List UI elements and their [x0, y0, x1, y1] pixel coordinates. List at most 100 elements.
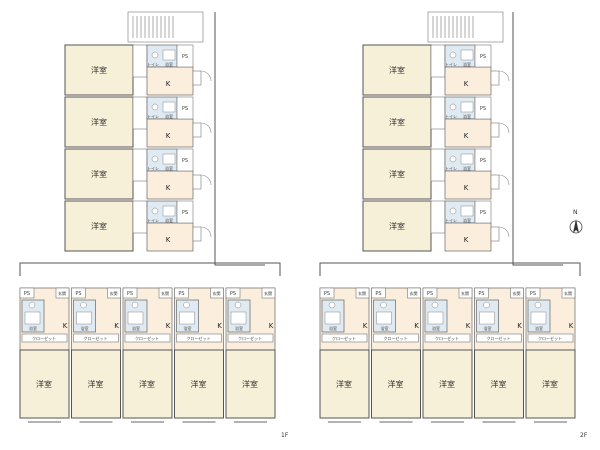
entrance [210, 287, 224, 299]
entrance [158, 287, 173, 299]
ps-label: PS [375, 291, 381, 297]
ps-label: PS [182, 54, 188, 60]
door-swing-icon [200, 70, 212, 82]
entrance [261, 287, 276, 299]
kitchen [444, 66, 492, 96]
western-room-label: 洋室 [191, 379, 207, 389]
western-room-label: 洋室 [88, 379, 104, 389]
kitchen-label: K [166, 184, 171, 192]
entrance [490, 122, 500, 138]
ps-label: PS [427, 291, 433, 297]
toilet-icon [483, 301, 490, 309]
bathtub-icon [162, 153, 176, 165]
western-room [64, 44, 134, 96]
ps-space [225, 287, 241, 299]
ps-label: PS [230, 291, 236, 297]
kitchen-label: K [414, 322, 419, 330]
closet [132, 148, 148, 182]
toilet-label: トイレ [445, 218, 457, 223]
western-room [362, 200, 432, 252]
entrance-label: 玄関 [358, 290, 366, 296]
bathtub-icon [162, 205, 176, 217]
toilet-icon [80, 301, 87, 309]
floor-label: 1F [281, 432, 289, 439]
toilet-label: トイレ [147, 218, 159, 223]
ps-space [422, 287, 438, 299]
toilet-icon [151, 207, 159, 215]
toilet-icon [449, 103, 457, 111]
closet-label: クローゼット [84, 335, 108, 341]
western-room [174, 349, 224, 419]
closet-label: クローゼット [332, 335, 356, 341]
toilet-icon [328, 301, 336, 309]
kitchen [444, 170, 492, 200]
bath-label: 浴室 [165, 165, 173, 171]
entrance-label: 玄関 [461, 290, 469, 296]
bathtub-icon [230, 311, 247, 325]
compass: N [569, 209, 583, 234]
closet [124, 333, 171, 343]
bathtub-icon [479, 311, 495, 325]
toilet-icon [449, 155, 457, 163]
closet [430, 200, 446, 234]
floors-layer: 洋室浴室トイレKPS洋室浴室トイレKPS洋室浴室トイレKPS洋室浴室トイレKPS… [19, 11, 588, 439]
toilet-icon [151, 103, 159, 111]
kitchen [146, 170, 194, 200]
ps-space [474, 148, 492, 172]
western-room [64, 96, 134, 148]
bath-label: 浴室 [184, 325, 192, 331]
kitchen-label: K [569, 322, 574, 330]
ps-space [474, 96, 492, 120]
entrance-label: 玄関 [58, 290, 66, 296]
closet [430, 148, 446, 182]
toilet-icon [28, 301, 36, 309]
floor-1F: 洋室浴室トイレKPS洋室浴室トイレKPS洋室浴室トイレKPS洋室浴室トイレKPS… [19, 11, 289, 439]
compass-needle-icon [573, 219, 579, 233]
kitchen-label: K [363, 322, 368, 330]
toilet-icon [151, 51, 159, 59]
bath-label: 浴室 [484, 325, 492, 331]
compass-label: N [573, 209, 578, 216]
western-room [19, 349, 70, 419]
ps-label: PS [24, 291, 30, 297]
ps-label: PS [530, 291, 536, 297]
western-room-label: 洋室 [242, 379, 258, 389]
closet-label: クローゼット [435, 335, 459, 341]
closet-label: クローゼット [538, 335, 562, 341]
entrance [107, 287, 121, 299]
kitchen-label: K [466, 322, 471, 330]
closet [176, 333, 222, 343]
stair-frame [127, 11, 204, 43]
entrance-label: 玄関 [513, 290, 521, 296]
ps-space [71, 287, 86, 299]
western-room [71, 349, 121, 419]
bath-label: 浴室 [235, 325, 243, 331]
closet-label: クローゼット [238, 335, 262, 341]
closet-label: クローゼット [135, 335, 159, 341]
closet [424, 333, 471, 343]
kitchen-label: K [464, 132, 469, 140]
ps-label: PS [324, 291, 330, 297]
toilet-icon [449, 51, 457, 59]
closet-label: クローゼット [32, 335, 56, 341]
closet [21, 333, 68, 343]
bath-label: 浴室 [165, 217, 173, 223]
south-wing-corridor [19, 262, 281, 276]
entrance [490, 70, 500, 86]
bathtub-icon [162, 101, 176, 113]
bath-label: 浴室 [81, 325, 89, 331]
door-swing-icon [200, 174, 212, 186]
kitchen-label: K [517, 322, 522, 330]
toilet-icon [131, 301, 139, 309]
entrance-label: 玄関 [264, 290, 272, 296]
ps-space [176, 44, 194, 68]
door-swing-icon [498, 70, 510, 82]
entrance [192, 174, 202, 190]
kitchen-label: K [166, 80, 171, 88]
